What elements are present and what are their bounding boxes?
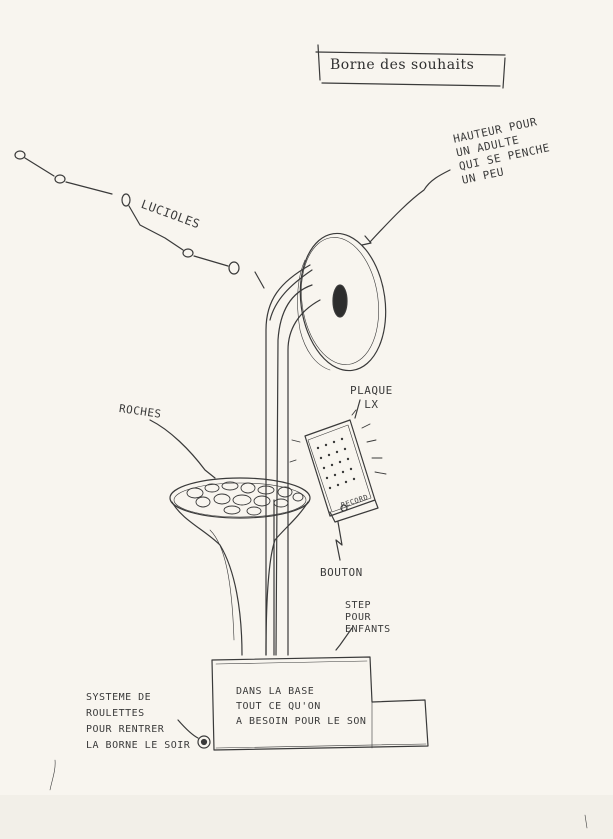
base-label: DANS LA BASE TOUT CE QU'ON A BESOIN POUR… xyxy=(236,686,367,727)
height-leader xyxy=(361,169,451,246)
plaque-glow xyxy=(289,409,387,475)
title-frame xyxy=(315,44,506,89)
plaque xyxy=(304,399,379,523)
paper-bottom-band xyxy=(0,795,613,839)
plaque-dots xyxy=(316,437,356,490)
wheel xyxy=(177,719,211,749)
rock-bowl xyxy=(169,477,311,656)
step-label: STEP POUR ENFANTS xyxy=(345,600,391,635)
plaque-label: PLAQUE LX xyxy=(350,384,393,411)
base-box xyxy=(211,656,429,751)
wheels-label: SYSTEME DE ROULETTES POUR RENTRER LA BOR… xyxy=(86,692,191,751)
record-button-dot xyxy=(340,504,348,512)
rocks-leader xyxy=(149,419,216,479)
rocks xyxy=(186,481,304,516)
fireflies-trail xyxy=(14,150,240,275)
stroke-mark xyxy=(254,271,265,289)
margin-mark xyxy=(584,814,588,829)
speaker-horn xyxy=(297,232,387,372)
page-title: Borne des souhaits xyxy=(330,57,475,73)
button-leader xyxy=(335,521,343,561)
speaker-pipe xyxy=(265,264,321,656)
margin-mark xyxy=(49,759,56,791)
step-leader xyxy=(335,627,353,651)
button-label: BOUTON xyxy=(320,566,363,579)
